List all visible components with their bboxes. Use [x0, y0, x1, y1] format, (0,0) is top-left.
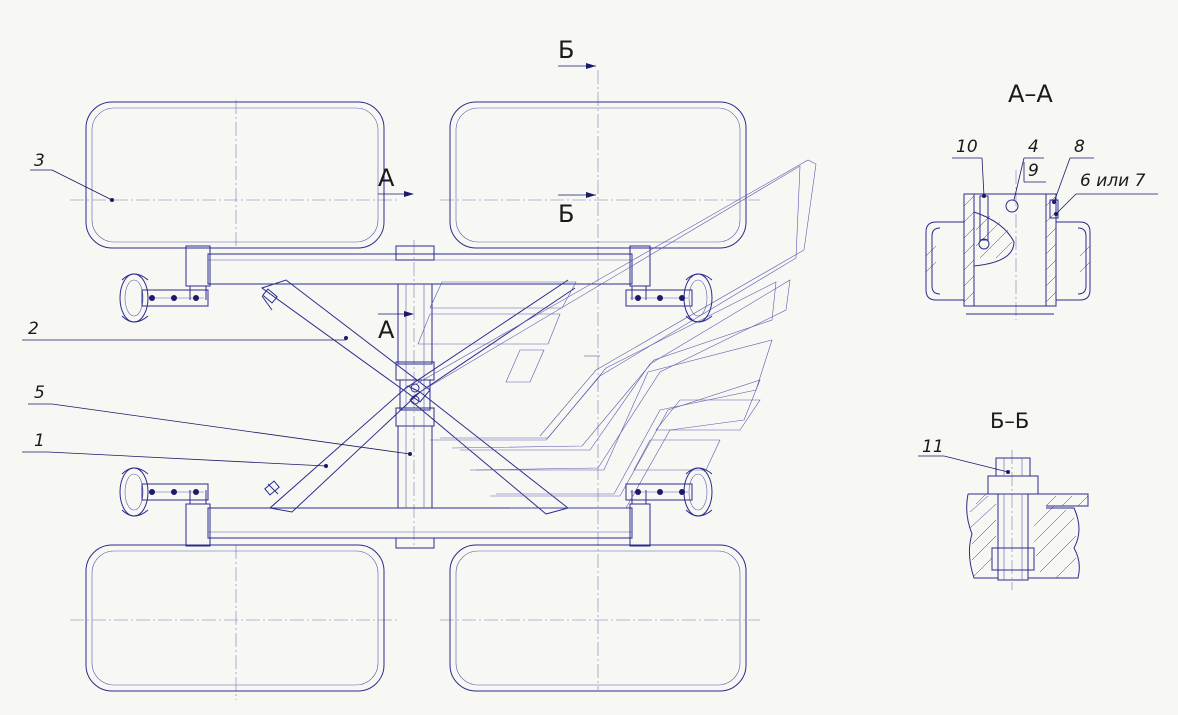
caster-front-left: [119, 273, 209, 323]
callout-5-label: 5: [34, 383, 45, 403]
section-indicator-a-mid: А: [378, 311, 414, 344]
section-indicator-b-top: Б: [558, 36, 596, 69]
section-a-a-hatching: [925, 195, 1091, 303]
wheel-rear-left: [85, 544, 385, 692]
callout-6or7-label: 6 или 7: [1080, 171, 1146, 191]
diagonal-struts: [260, 279, 576, 515]
section-indicator-a-top: А: [378, 164, 414, 197]
caster-rear-right: [625, 467, 713, 517]
section-b-b-title: Б–Б: [990, 409, 1029, 433]
section-a-a-title: А–А: [1008, 80, 1053, 108]
callout-8-label: 8: [1074, 137, 1085, 157]
section-b-b-hatching: [969, 493, 1089, 579]
section-b-b: Б–Б: [918, 409, 1089, 581]
callout-2: 2: [22, 319, 348, 341]
center-lines: [70, 70, 1017, 700]
section-mark-a-mid: А: [378, 316, 395, 344]
callout-11-label: 11: [922, 437, 944, 457]
callout-2-label: 2: [28, 319, 39, 339]
front-axle-beam: [185, 245, 651, 300]
wheel-rear-right: [449, 544, 747, 692]
section-indicator-b-mid: Б: [558, 192, 596, 228]
section-a-a: А–А: [925, 80, 1158, 315]
callout-1: 1: [22, 431, 328, 468]
section-mark-b-mid: Б: [558, 200, 574, 228]
caster-front-right: [625, 273, 713, 323]
callout-1-label: 1: [34, 431, 45, 451]
deflector-plates: [415, 159, 817, 509]
section-mark-b-top: Б: [558, 36, 574, 64]
section-mark-a-top: А: [378, 164, 395, 192]
callout-3-label: 3: [34, 151, 45, 171]
callout-9-label: 9: [1028, 161, 1039, 181]
callout-10-label: 10: [956, 137, 978, 157]
callout-3: 3: [30, 151, 114, 202]
caster-rear-left: [119, 467, 209, 517]
wheel-front-right: [449, 101, 747, 249]
callout-4-label: 4: [1028, 137, 1039, 157]
central-column: [395, 245, 435, 549]
wheel-front-left: [85, 101, 385, 249]
callout-5: 5: [28, 383, 412, 456]
